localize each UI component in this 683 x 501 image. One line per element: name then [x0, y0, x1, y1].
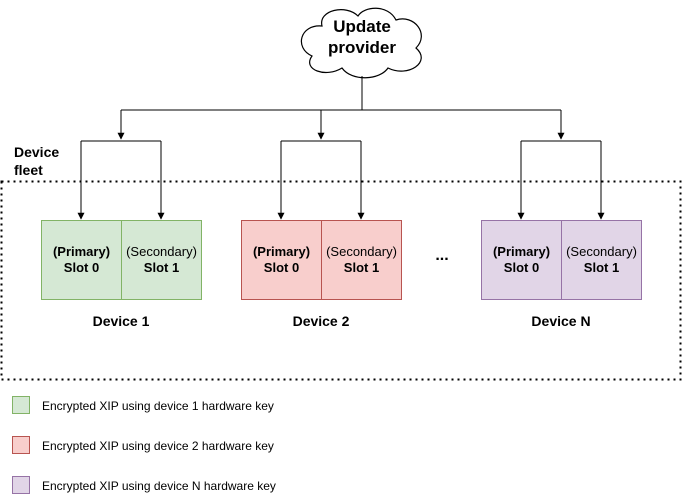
- slot-number: Slot 0: [263, 260, 300, 275]
- more-devices-ellipsis: ...: [435, 247, 449, 264]
- legend-text-device-1: Encrypted XIP using device 1 hardware ke…: [42, 399, 274, 413]
- device-n-primary-slot: (Primary) Slot 0: [481, 220, 562, 300]
- legend-swatch-device-2: [12, 436, 30, 454]
- update-provider-label: Update provider: [300, 16, 424, 58]
- slot-number: Slot 1: [143, 260, 180, 275]
- slot-number: Slot 0: [63, 260, 100, 275]
- slot-role: (Secondary): [126, 244, 197, 259]
- device-fleet-line-1: Device: [14, 144, 60, 160]
- device-n-secondary-slot: (Secondary) Slot 1: [561, 220, 642, 300]
- update-provider-line-2: provider: [327, 38, 397, 57]
- legend-text-device-n: Encrypted XIP using device N hardware ke…: [42, 479, 276, 493]
- device-2-label: Device 2: [292, 313, 350, 329]
- slot-role: (Primary): [492, 244, 551, 259]
- device-n-label: Device N: [531, 313, 591, 329]
- device-fleet-line-2: fleet: [14, 162, 43, 178]
- slot-number: Slot 1: [343, 260, 380, 275]
- slot-role: (Primary): [252, 244, 311, 259]
- slot-role: (Primary): [52, 244, 111, 259]
- update-provider-cloud: [300, 7, 422, 79]
- device-1-secondary-slot: (Secondary) Slot 1: [121, 220, 202, 300]
- slot-role: (Secondary): [566, 244, 637, 259]
- update-provider-line-1: Update: [333, 17, 391, 36]
- device-fleet-label: Device fleet: [14, 143, 74, 179]
- device-2-primary-slot: (Primary) Slot 0: [241, 220, 322, 300]
- device-1-primary-slot: (Primary) Slot 0: [41, 220, 122, 300]
- slot-number: Slot 1: [583, 260, 620, 275]
- device-2-secondary-slot: (Secondary) Slot 1: [321, 220, 402, 300]
- device-1-label: Device 1: [92, 313, 150, 329]
- legend-swatch-device-1: [12, 396, 30, 414]
- legend-text-device-2: Encrypted XIP using device 2 hardware ke…: [42, 439, 274, 453]
- slot-role: (Secondary): [326, 244, 397, 259]
- slot-number: Slot 0: [503, 260, 540, 275]
- legend-swatch-device-n: [12, 476, 30, 494]
